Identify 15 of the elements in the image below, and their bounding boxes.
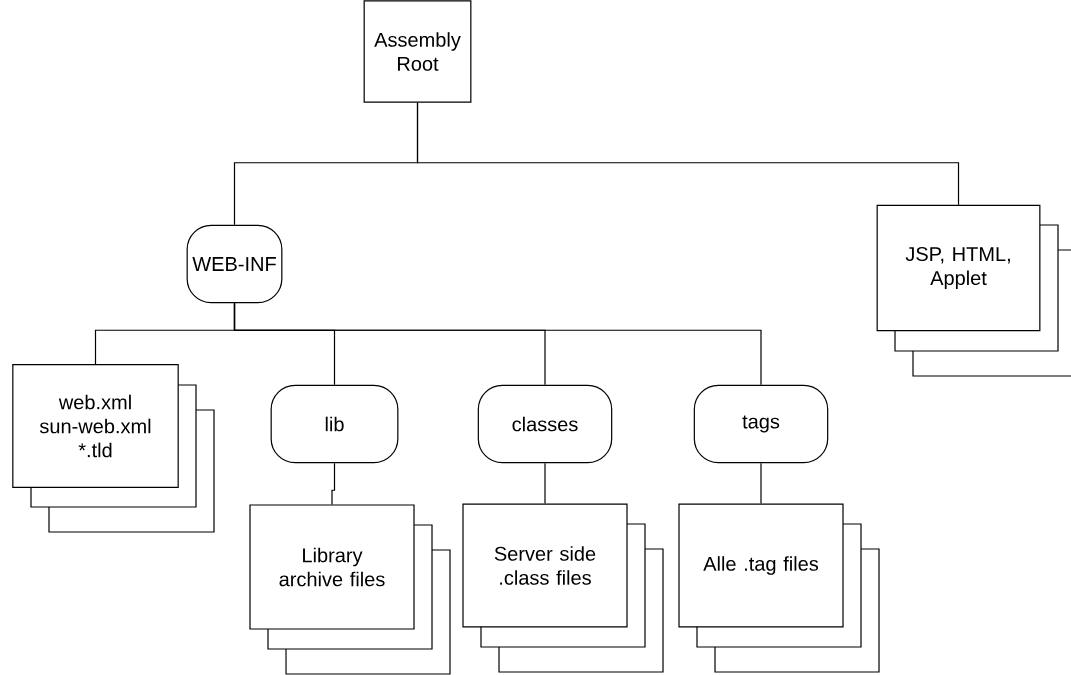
file-stack: Alle .tag files [678,503,880,673]
folder-box: tags [693,384,829,464]
file-stack: Library archive files [249,504,451,675]
connector-line [331,462,336,505]
connector-line [544,462,546,505]
file-stack: Server side .class files [462,503,664,673]
file-stack: JSP, HTML, Applet [876,204,1071,377]
folder-box: classes [477,384,613,464]
connector-line [760,462,762,505]
folder-box: WEB-INF [186,224,283,304]
root-box: Assembly Root [363,0,472,103]
folder-box: lib [270,384,399,464]
connector-line [416,102,960,206]
file-stack: web.xml sun-web.xml *.tld [12,364,215,533]
connector-line [233,302,762,386]
